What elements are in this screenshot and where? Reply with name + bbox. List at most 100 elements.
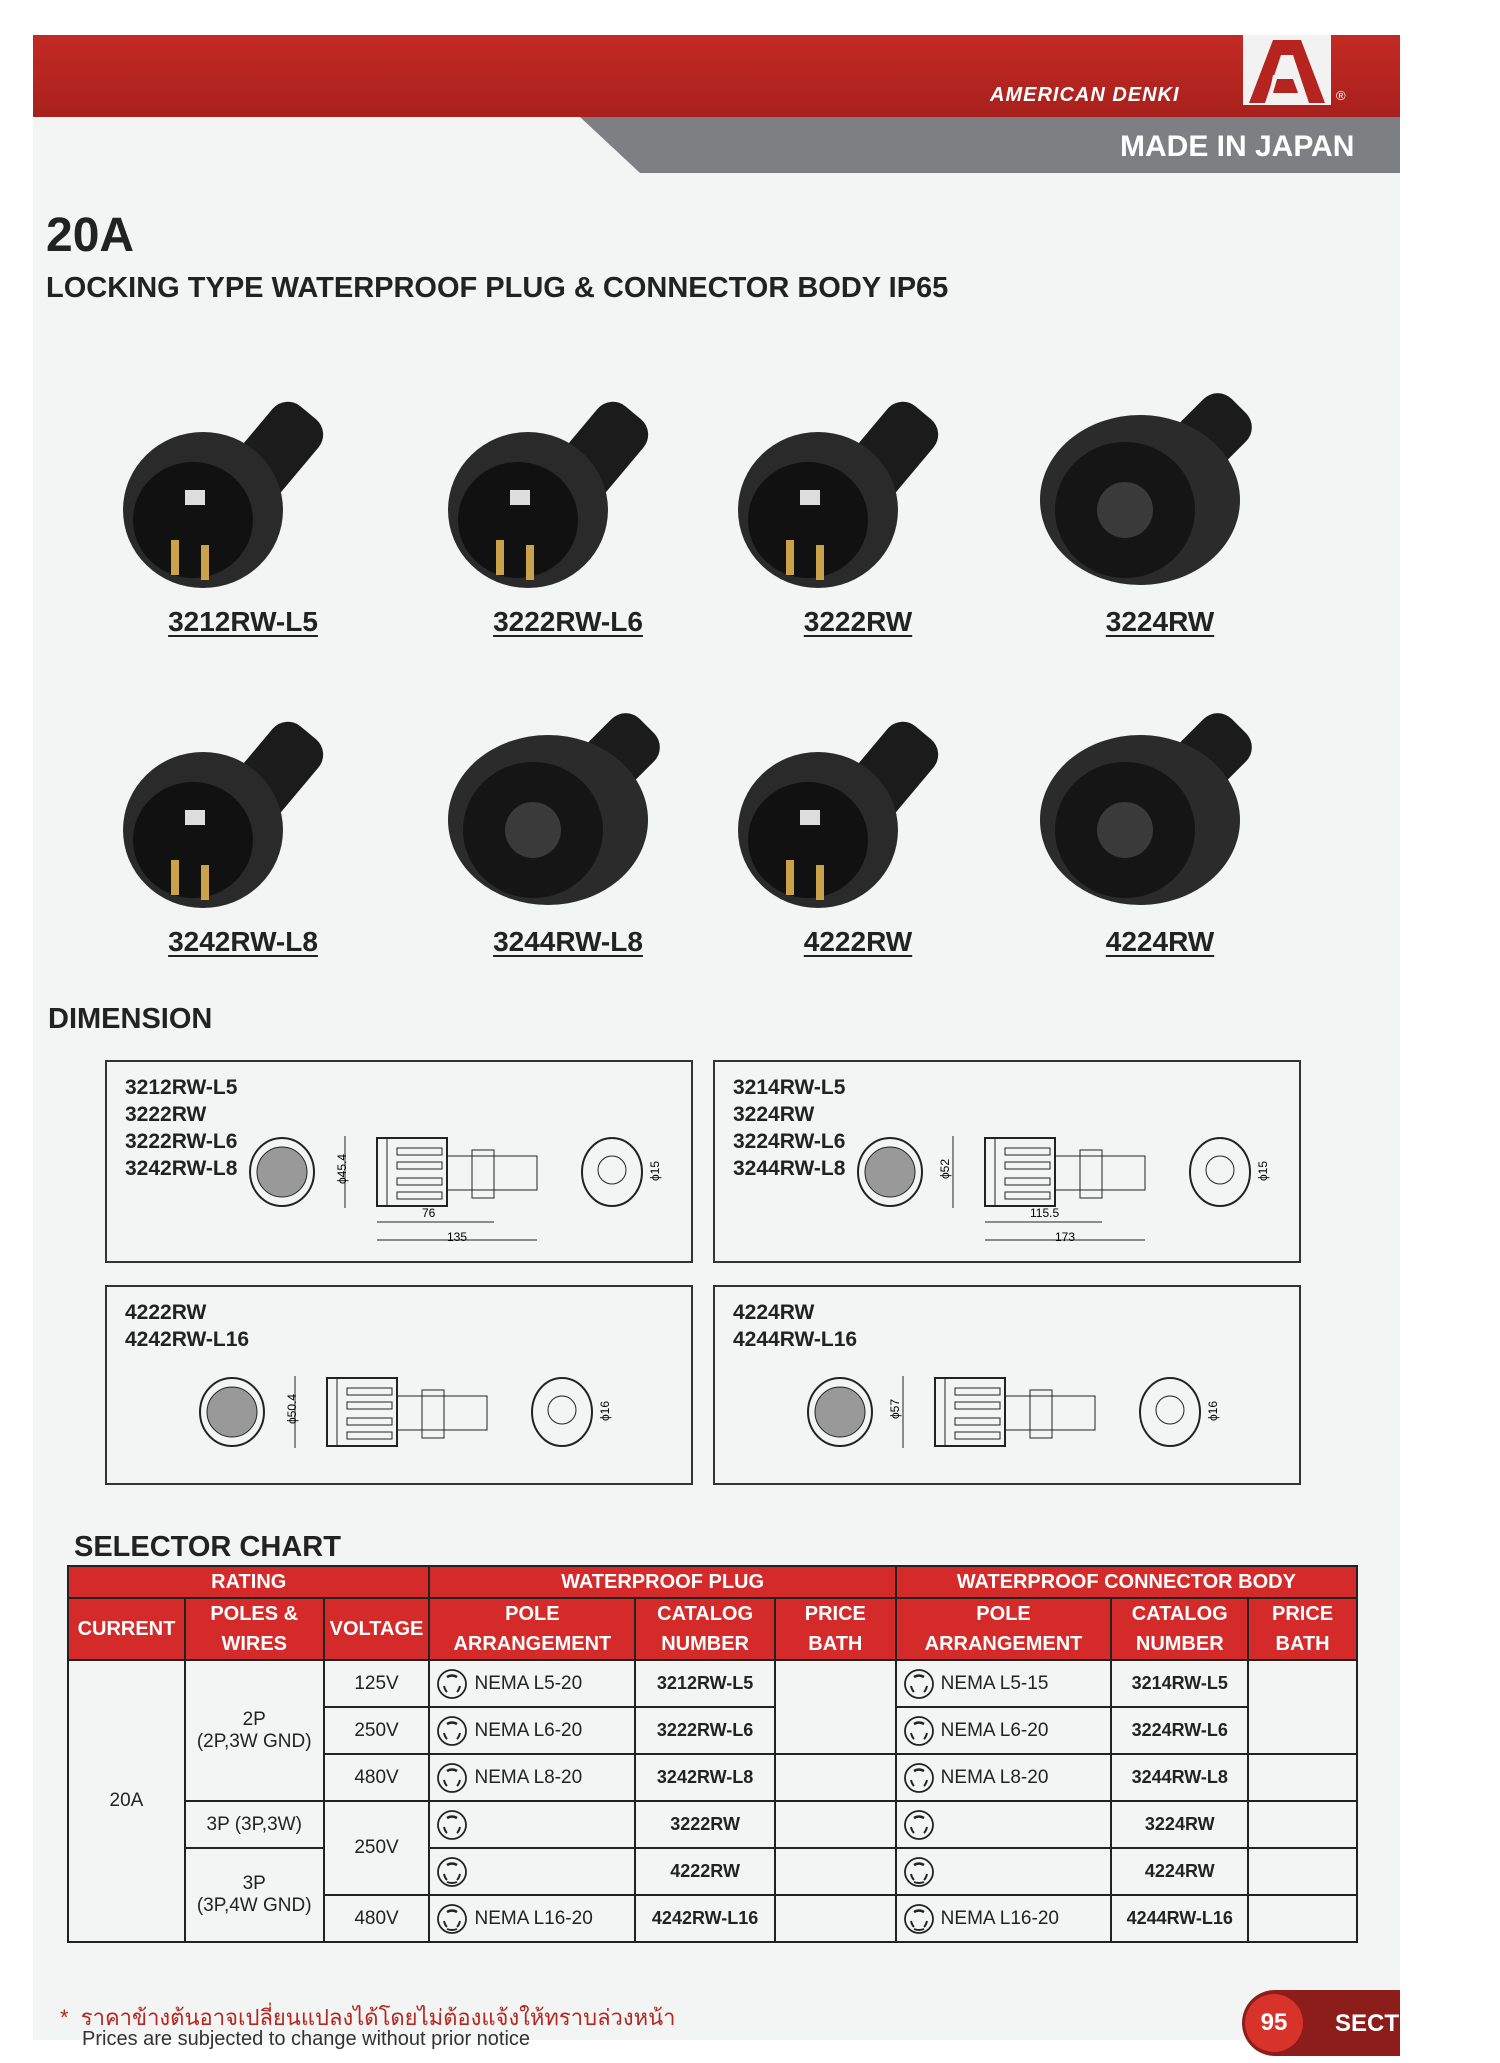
diameter-label: ϕ57 xyxy=(888,1398,903,1420)
voltage-cell: 125V xyxy=(322,1659,431,1708)
product-3224rw: 3224RW xyxy=(1010,370,1310,638)
connector-photo xyxy=(1010,690,1310,920)
brand-logo xyxy=(1243,35,1331,105)
made-in-japan: MADE IN JAPAN xyxy=(1120,130,1355,163)
plug-catalog-cell: 3222RW xyxy=(634,1800,776,1849)
page-subtitle: LOCKING TYPE WATERPROOF PLUG & CONNECTOR… xyxy=(46,272,949,304)
poles-cell: 3P (3P,3W) xyxy=(183,1800,325,1849)
plug-catalog-cell: 3242RW-L8 xyxy=(634,1753,776,1802)
diameter-label: ϕ50.4 xyxy=(285,1393,300,1425)
connector-price-cell xyxy=(1247,1847,1358,1896)
plug-pole-cell: NEMA L8-20 xyxy=(428,1753,637,1802)
connector-pole-cell: NEMA L5-15 xyxy=(894,1659,1113,1708)
dimension-drawing xyxy=(857,1136,1251,1241)
plug-catalog-cell: 4222RW xyxy=(634,1847,776,1896)
plug-pole-cell xyxy=(428,1800,637,1849)
product-3242rw-l8: 3242RW-L8 xyxy=(93,690,393,958)
connector-pole-cell: NEMA L8-20 xyxy=(894,1753,1113,1802)
section-label: SECTI xyxy=(1335,2010,1406,2037)
poles-cell: 2P(2P,3W GND) xyxy=(183,1659,325,1802)
plug-pole-cell: NEMA L6-20 xyxy=(428,1706,637,1755)
product-label: 3222RW xyxy=(803,606,913,637)
product-label: 3244RW-L8 xyxy=(493,926,643,957)
connector-price-cell xyxy=(1247,1894,1358,1943)
dimension-drawing xyxy=(807,1376,1201,1448)
cable-diameter-label: ϕ16 xyxy=(1206,1400,1221,1422)
product-3222rw-l6: 3222RW-L6 xyxy=(418,370,718,638)
group-plug: WATERPROOF PLUG xyxy=(428,1565,897,1599)
connector-catalog-cell: 3244RW-L8 xyxy=(1110,1753,1250,1802)
plug-price-cell xyxy=(773,1753,897,1802)
header-gray-band xyxy=(580,117,1400,173)
connector-pole-cell: NEMA L6-20 xyxy=(894,1706,1113,1755)
nema-outlet-icon xyxy=(903,1715,934,1746)
total-length-label: 173 xyxy=(1055,1230,1076,1244)
plug-photo xyxy=(708,370,1008,600)
plug-photo xyxy=(93,690,393,920)
connector-catalog-cell: 3224RW xyxy=(1110,1800,1250,1849)
nema-outlet-icon xyxy=(903,1668,934,1699)
voltage-cell: 480V xyxy=(322,1894,431,1943)
connector-pole-cell: NEMA L16-20 xyxy=(894,1894,1113,1943)
product-4222rw: 4222RW xyxy=(708,690,1008,958)
plug-price-cell xyxy=(773,1894,897,1943)
plug-photo xyxy=(93,370,393,600)
nema-outlet-icon xyxy=(437,1762,468,1793)
plug-photo xyxy=(418,370,718,600)
plug-price-cell xyxy=(773,1847,897,1896)
plug-price-cell xyxy=(773,1659,897,1755)
selector-chart-heading: SELECTOR CHART xyxy=(74,1531,341,1563)
col-current: CURRENT xyxy=(67,1597,186,1661)
dimension-drawing xyxy=(199,1376,593,1448)
group-rating: RATING xyxy=(66,1565,431,1599)
product-label: 3222RW-L6 xyxy=(493,606,643,637)
nema-outlet-icon xyxy=(903,1856,934,1887)
connector-photo xyxy=(418,690,718,920)
plug-catalog-cell: 3212RW-L5 xyxy=(634,1659,776,1708)
plug-pole-cell: NEMA L5-20 xyxy=(428,1659,637,1708)
page-number: 95 xyxy=(1245,1994,1303,2052)
product-3212rw-l5: 3212RW-L5 xyxy=(93,370,393,638)
group-connector: WATERPROOF CONNECTOR BODY xyxy=(894,1565,1359,1599)
product-3222rw: 3222RW xyxy=(708,370,1008,638)
voltage-cell: 480V xyxy=(322,1753,431,1802)
product-3244rw-l8: 3244RW-L8 xyxy=(418,690,718,958)
header-banner xyxy=(33,35,1400,117)
page-title: 20A xyxy=(46,209,135,262)
plug-price-cell xyxy=(773,1800,897,1849)
nema-outlet-icon xyxy=(437,1809,468,1840)
connector-pole-cell xyxy=(894,1800,1113,1849)
nema-outlet-icon xyxy=(437,1903,468,1934)
plug-catalog-cell: 4242RW-L16 xyxy=(634,1894,776,1943)
connector-catalog-cell: 3214RW-L5 xyxy=(1110,1659,1250,1708)
connector-pole-cell xyxy=(894,1847,1113,1896)
connector-price-cell xyxy=(1247,1800,1358,1849)
connector-catalog-cell: 4244RW-L16 xyxy=(1110,1894,1250,1943)
diameter-label: ϕ52 xyxy=(938,1158,953,1180)
footer-thai-note: * ราคาข้างต้นอาจเปลี่ยนแปลงได้โดยไม่ต้อง… xyxy=(60,2005,676,2030)
nema-outlet-icon xyxy=(437,1856,468,1887)
col-voltage: VOLTAGE xyxy=(322,1597,431,1661)
length-label: 76 xyxy=(422,1206,436,1220)
voltage-cell: 250V xyxy=(322,1800,431,1896)
registered-mark: ® xyxy=(1336,88,1346,103)
nema-outlet-icon xyxy=(903,1809,934,1840)
nema-outlet-icon xyxy=(437,1715,468,1746)
product-label: 3224RW xyxy=(1105,606,1215,637)
